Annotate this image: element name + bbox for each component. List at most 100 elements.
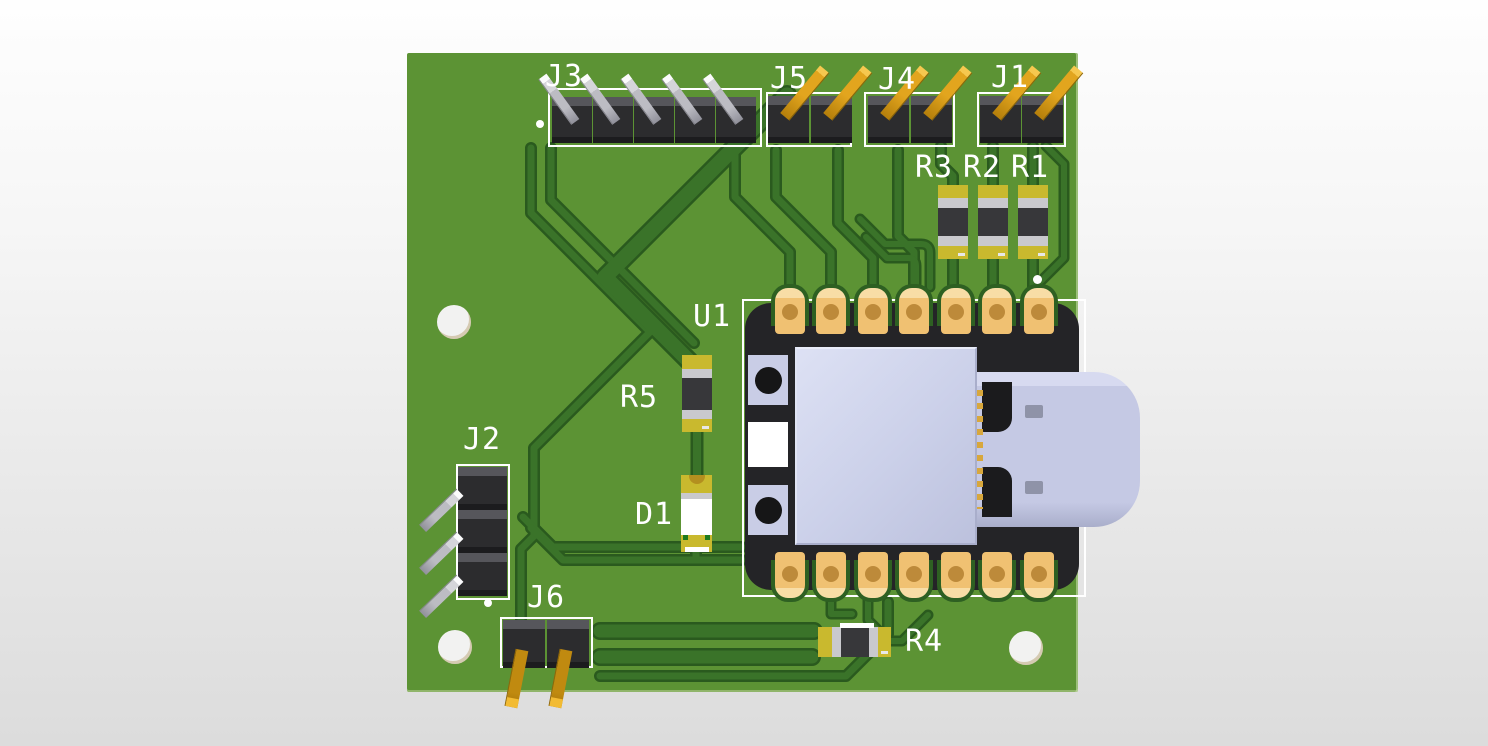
resistor-segment <box>841 627 869 657</box>
usb-contacts <box>977 390 983 509</box>
silkscreen-label-u1: U1 <box>693 299 732 334</box>
resistor-segment <box>682 410 712 419</box>
silkscreen-label-j5: J5 <box>770 61 809 96</box>
resistor-segment <box>978 208 1008 236</box>
resistor-segment <box>938 185 968 198</box>
silkscreen-label-j3: J3 <box>545 59 584 94</box>
pad-hole <box>823 566 839 582</box>
button-dot <box>755 497 782 524</box>
module-pad <box>941 288 971 334</box>
resistor-segment <box>682 369 712 378</box>
pin1-dot-j3 <box>536 120 544 128</box>
silkscreen-label-r4: R4 <box>905 624 944 659</box>
resistor-segment <box>978 236 1008 246</box>
module-pad <box>816 288 846 334</box>
led-body <box>681 499 712 535</box>
silkscreen-label-r2: R2 <box>963 150 1002 185</box>
usb-spring-tab <box>1025 405 1043 418</box>
silkscreen-label-r1: R1 <box>1011 150 1050 185</box>
pad-hole <box>906 304 922 320</box>
resistor-segment <box>832 627 841 657</box>
pcb-board: J3 J5 J4 J1 R3 R2 R1 U1 R5 D1 J2 J6 R4 <box>407 53 1140 709</box>
resistor-segment <box>682 378 712 410</box>
module-pad-outline <box>771 284 809 326</box>
led-pad <box>681 493 712 499</box>
pad-hole <box>1031 304 1047 320</box>
resistor-r4 <box>818 627 891 657</box>
resistor-r5 <box>682 355 712 432</box>
module-pad <box>899 552 929 598</box>
module-pad <box>1024 288 1054 334</box>
header-j2-block <box>458 467 507 510</box>
silkscreen-label-j1: J1 <box>991 60 1030 95</box>
led-pad <box>681 475 712 493</box>
pad-hole <box>948 566 964 582</box>
usb-spring-tab <box>1025 481 1043 494</box>
module-pad-outline <box>1020 284 1058 326</box>
module-pad-outline <box>812 284 850 326</box>
module-pad-outline <box>1020 560 1058 602</box>
resistor-segment <box>938 236 968 246</box>
led-cathode-notch <box>688 475 705 484</box>
resistor-segment <box>1018 185 1048 198</box>
pad-hole <box>989 304 1005 320</box>
module-pad <box>775 552 805 598</box>
module-led-window <box>748 422 788 467</box>
pad-hole <box>1031 566 1047 582</box>
module-pad <box>982 552 1012 598</box>
button-dot <box>755 367 782 394</box>
led-corner-mark <box>683 535 688 540</box>
led-d1 <box>681 475 712 552</box>
module-pad <box>775 288 805 334</box>
module-button-bottom <box>748 485 788 535</box>
pin1-dot-j2 <box>484 599 492 607</box>
silkscreen-label-d1: D1 <box>635 497 674 532</box>
resistor-segment <box>1018 208 1048 236</box>
silkscreen-label-j6: J6 <box>527 580 566 615</box>
silkscreen-mark-d1 <box>685 547 709 552</box>
module-pad-outline <box>937 560 975 602</box>
resistor-segment <box>1018 198 1048 208</box>
header-j2-block <box>458 553 507 596</box>
resistor-r4-top-face <box>840 623 874 628</box>
module-pad <box>858 552 888 598</box>
module-pad-outline <box>978 560 1016 602</box>
usb-shell-detail <box>982 382 1012 432</box>
module-pad-outline <box>854 560 892 602</box>
silkscreen-label-j4: J4 <box>878 62 917 97</box>
resistor-segment <box>1018 236 1048 246</box>
module-pad <box>858 288 888 334</box>
usb-c-connector <box>977 372 1140 527</box>
module-button-top <box>748 355 788 405</box>
resistor-segment <box>938 198 968 208</box>
via-dot <box>1033 275 1042 284</box>
resistor-r1 <box>1018 185 1048 259</box>
module-pad-outline <box>978 284 1016 326</box>
module-pad-outline <box>937 284 975 326</box>
pad-hole <box>865 304 881 320</box>
silkscreen-box-j3 <box>548 88 762 147</box>
module-pad-outline <box>854 284 892 326</box>
silkscreen-label-j2: J2 <box>463 422 502 457</box>
pad-hole <box>906 566 922 582</box>
led-corner-mark <box>705 535 710 540</box>
pad-hole <box>865 566 881 582</box>
module-pad <box>1024 552 1054 598</box>
pad-hole <box>782 304 798 320</box>
pad-hole <box>948 304 964 320</box>
resistor-r3 <box>938 185 968 259</box>
pad-hole <box>823 304 839 320</box>
silkscreen-box-j6 <box>500 617 593 668</box>
silkscreen-label-r5: R5 <box>620 380 659 415</box>
resistor-segment <box>682 355 712 369</box>
pad-hole <box>989 566 1005 582</box>
resistor-r2 <box>978 185 1008 259</box>
resistor-segment <box>978 198 1008 208</box>
resistor-segment <box>978 185 1008 198</box>
module-pad <box>982 288 1012 334</box>
header-j2-block <box>458 510 507 553</box>
module-pad <box>899 288 929 334</box>
silkscreen-label-r3: R3 <box>915 150 954 185</box>
mounting-hole-bottom-right <box>1009 631 1043 665</box>
